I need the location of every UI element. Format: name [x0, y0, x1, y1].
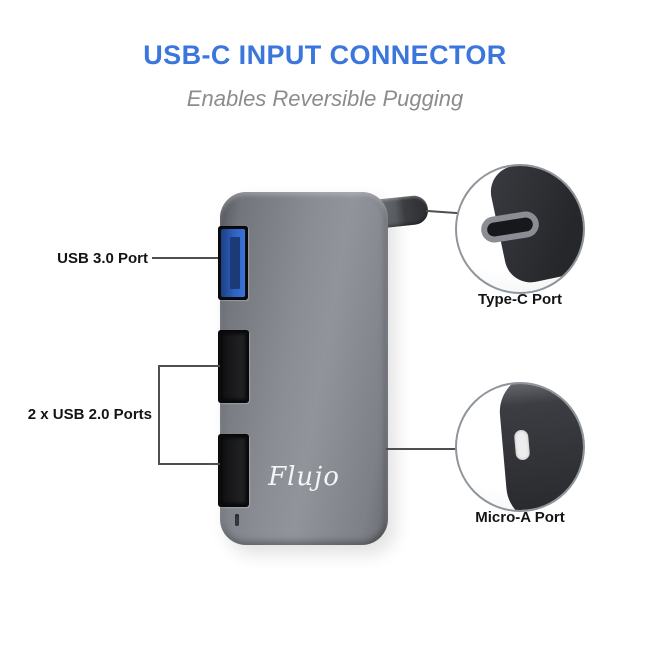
usb2-port-1-icon	[218, 330, 249, 403]
micro-port-slot-icon	[513, 429, 531, 461]
micro-port-closeup	[496, 384, 583, 510]
page-subtitle: Enables Reversible Pugging	[186, 86, 464, 111]
usb3-callout-line	[152, 257, 218, 259]
usb2-ports-label: 2 x USB 2.0 Ports	[27, 406, 152, 423]
micro-zoom-callout	[455, 382, 585, 512]
typec-port-label: Type-C Port	[478, 291, 562, 308]
usb2-port-1-inner	[221, 333, 246, 400]
usb2-bracket-top-line	[158, 365, 220, 367]
usb3-port-inner	[221, 229, 245, 297]
usb2-port-2-inner	[221, 437, 246, 504]
usb2-bracket-vertical-line	[158, 365, 160, 465]
usb3-port-label: USB 3.0 Port	[57, 250, 148, 267]
micro-a-port-label: Micro-A Port	[475, 509, 565, 526]
typec-zoom-callout	[455, 164, 585, 294]
usb-hub-device: Flujo	[218, 192, 388, 545]
led-indicator	[235, 514, 239, 526]
usb3-port-tongue	[230, 237, 240, 289]
usb2-bracket-bottom-line	[158, 463, 220, 465]
micro-callout-line	[386, 448, 456, 450]
typec-callout-line	[425, 209, 459, 215]
page-title: USB-C INPUT CONNECTOR	[143, 40, 507, 70]
usb3-port-icon	[218, 226, 248, 300]
brand-logo: Flujo	[268, 462, 340, 492]
usb2-port-2-icon	[218, 434, 249, 507]
